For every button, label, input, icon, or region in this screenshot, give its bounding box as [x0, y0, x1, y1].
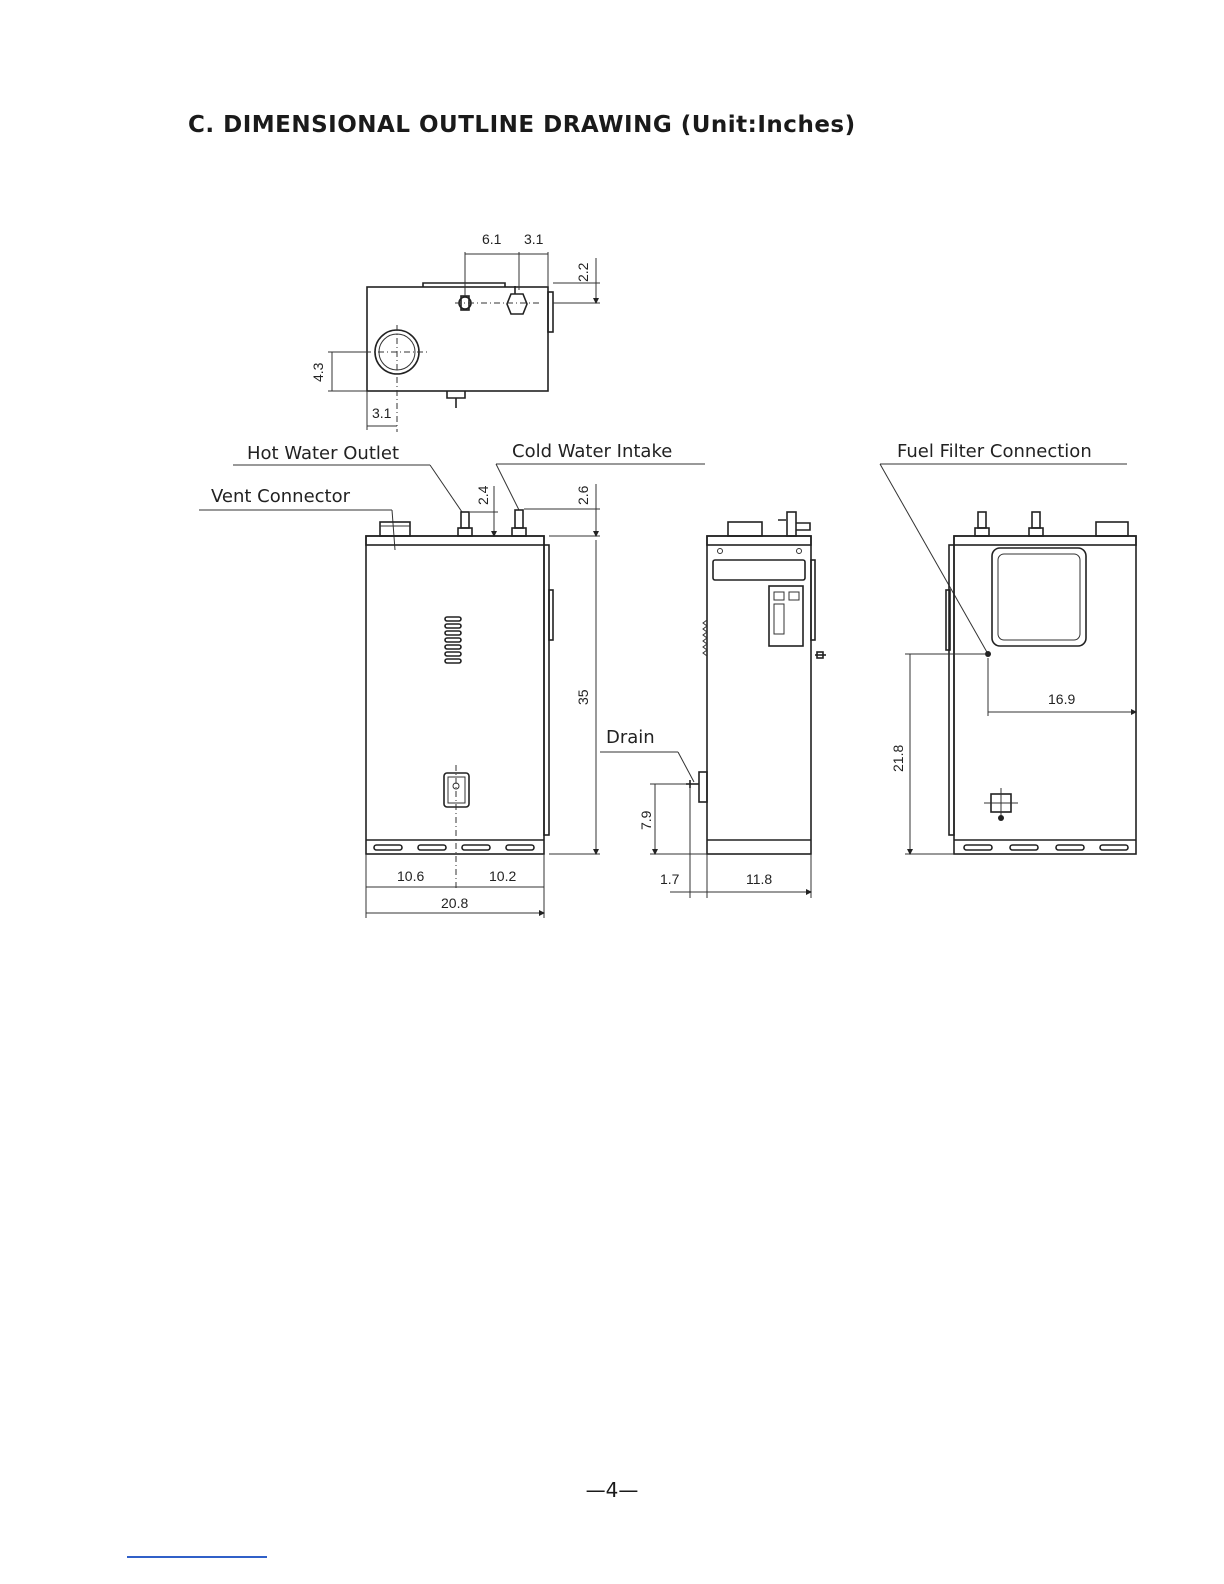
dim-1-7: 1.7 [660, 871, 680, 887]
dim-4-3: 4.3 [310, 362, 326, 382]
dim-7-9: 7.9 [638, 810, 654, 830]
dim-10-6: 10.6 [397, 868, 424, 884]
dim-3-1-bottom: 3.1 [372, 405, 392, 421]
dim-3-1-top: 3.1 [524, 231, 544, 247]
dim-21-8: 21.8 [890, 745, 906, 772]
dim-2-6: 2.6 [575, 485, 591, 505]
label-fuel-filter-connection: Fuel Filter Connection [897, 441, 1092, 462]
dim-2-4: 2.4 [475, 485, 491, 505]
bottom-rule [127, 1556, 267, 1558]
dim-20-8: 20.8 [441, 895, 468, 911]
back-view [905, 512, 1136, 854]
dim-16-9: 16.9 [1048, 691, 1075, 707]
top-view [328, 252, 600, 432]
front-view [366, 484, 600, 918]
page-number: —4— [0, 1478, 1224, 1502]
label-vent-connector: Vent Connector [211, 486, 351, 507]
dim-2-2: 2.2 [575, 262, 591, 282]
label-hot-water-outlet: Hot Water Outlet [247, 443, 399, 464]
label-drain: Drain [606, 727, 655, 748]
dim-6-1: 6.1 [482, 231, 502, 247]
dim-35: 35 [575, 689, 591, 705]
label-cold-water-intake: Cold Water Intake [512, 441, 672, 462]
dim-10-2: 10.2 [489, 868, 516, 884]
dim-11-8: 11.8 [746, 871, 772, 887]
side-view [650, 512, 826, 898]
